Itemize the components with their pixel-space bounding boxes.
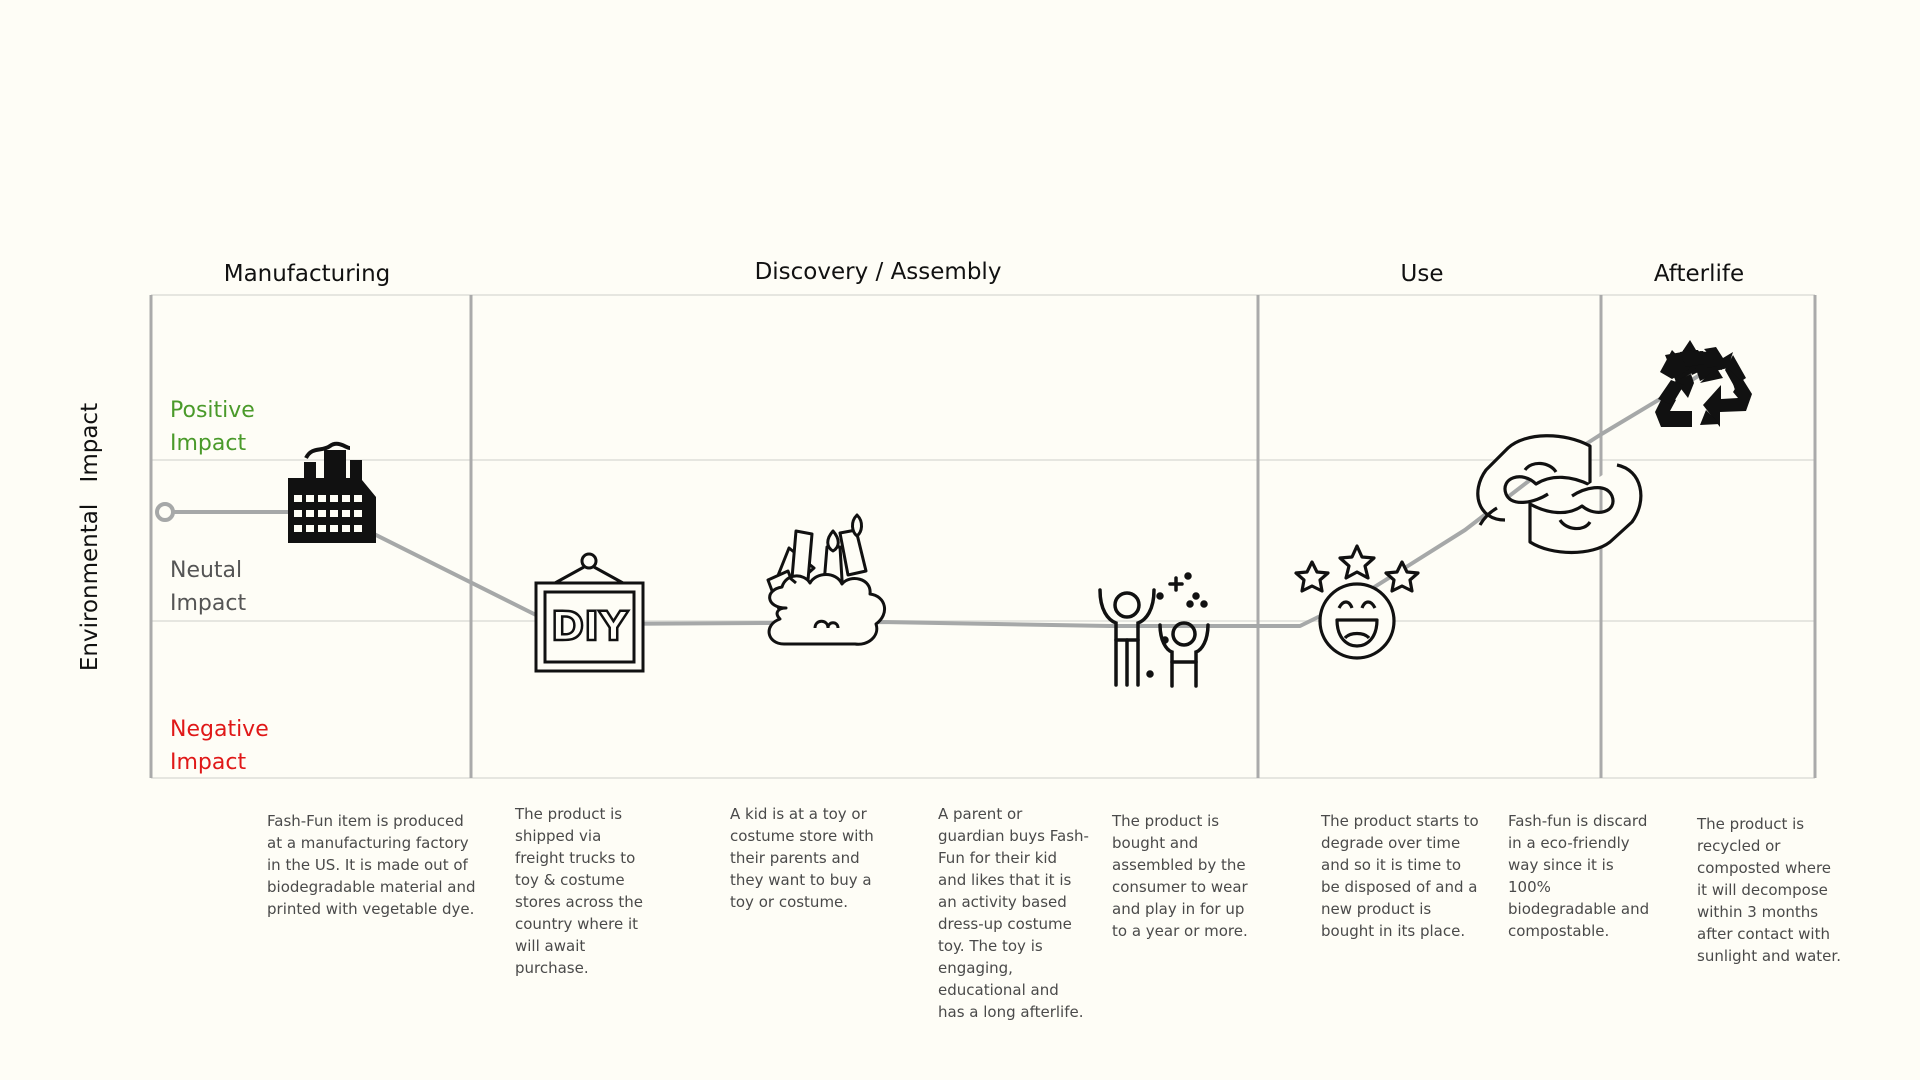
phase-title-afterlife: Afterlife [1653, 261, 1745, 287]
hands-care-icon [1476, 434, 1643, 555]
step-description-discard: Fash-fun is discard in a eco-friendly wa… [1508, 812, 1650, 940]
parent-child-icon [1098, 572, 1210, 688]
recycle-icon [1655, 340, 1752, 427]
factory-icon [288, 441, 376, 543]
level-label-positive-line2: Impact [170, 431, 247, 456]
level-label-negative-line1: Negative [170, 717, 269, 742]
step-description-shipping: The product is shipped via freight truck… [515, 805, 643, 977]
level-label-neutral-line1: Neutal [170, 558, 243, 583]
art-supplies-icon [766, 513, 886, 646]
diy-sign-icon: DIY [534, 552, 645, 673]
step-description-store-visit: A kid is at a toy or costume store with … [730, 805, 874, 911]
journey-line [163, 373, 1702, 628]
step-description-assembly: The product is bought and assembled by t… [1112, 812, 1248, 940]
phase-title-manufacturing: Manufacturing [223, 261, 391, 287]
phase-separators [149, 295, 1817, 778]
journey-start-marker [155, 502, 175, 522]
step-description-degrade: The product starts to degrade over time … [1321, 812, 1479, 940]
step-description-recycle: The product is recycled or composted whe… [1697, 815, 1841, 965]
level-label-positive-line1: Positive [170, 398, 255, 423]
level-label-neutral: Neutal Impact [170, 554, 290, 620]
axis-title: Environmental Impact [77, 402, 103, 672]
level-label-neutral-line2: Impact [170, 591, 247, 616]
phase-title-discovery-assembly: Discovery / Assembly [754, 259, 1002, 285]
step-description-purchase: A parent or guardian buys Fash-Fun for t… [938, 805, 1089, 1021]
level-label-negative-line2: Impact [170, 750, 247, 775]
level-label-positive: Positive Impact [170, 394, 290, 460]
svg-text:DIY: DIY [551, 604, 629, 650]
phase-title-use: Use [1400, 261, 1444, 287]
happy-face-stars-icon [1294, 544, 1420, 660]
step-description-manufacturing: Fash-Fun item is produced at a manufactu… [267, 812, 476, 918]
level-label-negative: Negative Impact [170, 713, 290, 779]
